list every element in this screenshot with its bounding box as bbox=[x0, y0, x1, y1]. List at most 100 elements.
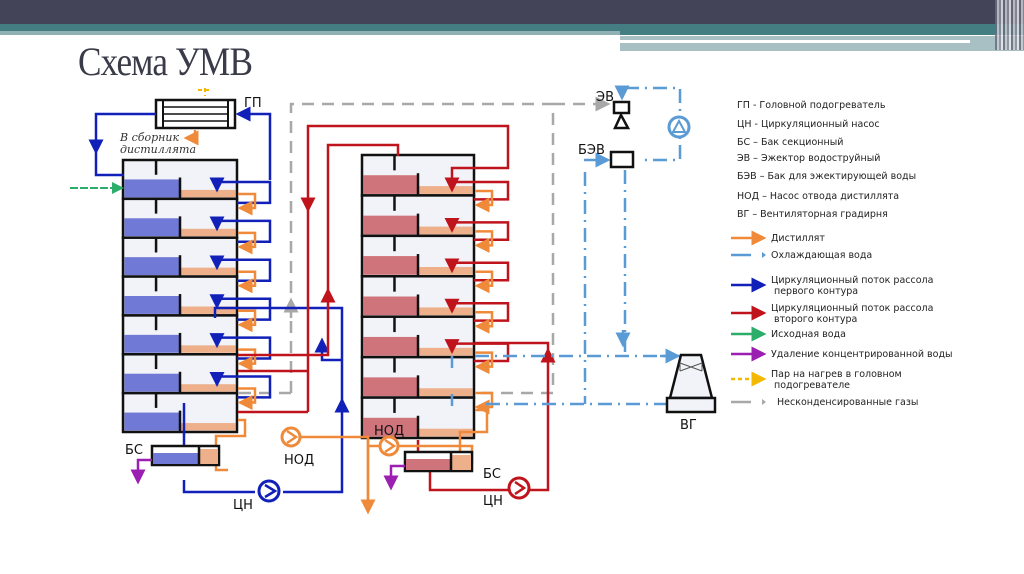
label-bev: БЭВ bbox=[578, 143, 605, 158]
cooling-water-pump bbox=[667, 115, 691, 139]
water-jet-ejector bbox=[612, 100, 631, 130]
distillate-stage-loop bbox=[237, 231, 257, 255]
label-distillate-collector-2: дистиллята bbox=[120, 143, 196, 156]
legend-item: Несконденсированные газы bbox=[731, 397, 918, 408]
brine1-stage-loop bbox=[209, 177, 272, 205]
section-tank-left bbox=[150, 444, 221, 467]
steam-to-heater-line bbox=[198, 88, 212, 96]
distillate-stage-loop bbox=[474, 391, 494, 415]
legend-item: Исходная вода bbox=[731, 326, 846, 342]
brine1-stage-loop bbox=[209, 216, 272, 244]
brine2-stage-loop bbox=[444, 298, 510, 322]
distillate-stage-loop bbox=[474, 189, 494, 213]
abbreviation-item: НОД – Насос отвода дистиллята bbox=[737, 191, 899, 202]
brine1-stage-loop bbox=[209, 255, 272, 282]
cooling-water-lines bbox=[450, 86, 682, 406]
distillate-stage-loop bbox=[474, 230, 494, 253]
distillate-stage-loop bbox=[474, 310, 494, 334]
evaporator-chamber bbox=[360, 194, 476, 238]
brine2-stage-loop bbox=[444, 258, 510, 282]
label-distillate-collector-1: В сборник bbox=[119, 131, 179, 144]
label-cn-right: ЦН bbox=[483, 494, 503, 509]
brine1-circulation-lines bbox=[182, 306, 350, 494]
legend-label: Циркуляционный поток рассола bbox=[771, 303, 933, 314]
evaporator-chamber bbox=[360, 396, 476, 440]
evaporator-chamber bbox=[121, 197, 239, 239]
circulation-pump-right bbox=[507, 476, 531, 500]
cooling-tower bbox=[665, 353, 717, 414]
label-gp: ГП bbox=[244, 96, 262, 111]
legend-label-line2: подогревателе bbox=[774, 380, 850, 391]
abbreviation-item: ЭВ – Эжектор водоструйный bbox=[737, 153, 880, 164]
header-strip-highlight bbox=[620, 40, 970, 43]
label-cn-left: ЦН bbox=[233, 498, 253, 513]
abbreviation-item: БЭВ – Бак для эжектирующей воды bbox=[737, 171, 916, 182]
legend-label: Исходная вода bbox=[771, 329, 846, 340]
legend-label-line2: первого контура bbox=[774, 286, 858, 297]
evaporator-chamber bbox=[121, 158, 239, 201]
label-ev: ЭВ bbox=[596, 90, 614, 105]
abbreviation-item: ВГ – Вентиляторная градирня bbox=[737, 209, 888, 220]
distillate-stage-loop bbox=[474, 351, 494, 375]
evaporator-chamber bbox=[360, 275, 476, 318]
distillate-stage-loop bbox=[237, 192, 257, 216]
header-strip-right bbox=[620, 36, 1024, 51]
header-bar-dark bbox=[0, 0, 1024, 24]
slide-title: Схема УМВ bbox=[78, 39, 253, 84]
legend-item: Удаление концентрированной воды bbox=[731, 346, 953, 362]
brine2-circulation-lines bbox=[238, 124, 550, 492]
brine1-stage-loop bbox=[209, 333, 272, 360]
abbreviations-list: ГП - Головной подогреватель ЦН - Циркуляц… bbox=[737, 100, 916, 220]
evaporator-chamber bbox=[360, 355, 476, 399]
distillate-stage-loop bbox=[237, 270, 257, 294]
legend-label: Охлаждающая вода bbox=[771, 250, 872, 261]
evaporator-chamber bbox=[121, 236, 239, 278]
abbreviation-item: ГП - Головной подогреватель bbox=[737, 100, 886, 111]
brine1-to-heater bbox=[235, 106, 272, 180]
label-nod-right: НОД bbox=[374, 424, 404, 439]
abbreviation-item: БС – Бак секционный bbox=[737, 137, 843, 148]
brine1-stage-loop bbox=[209, 372, 272, 399]
abbreviation-item: ЦН - Циркуляционный насос bbox=[737, 119, 880, 130]
distillate-pump-right bbox=[378, 435, 400, 457]
brine1-stage-loop bbox=[209, 294, 272, 321]
distillate-stage-loop bbox=[237, 348, 257, 372]
distillate-stage-loop bbox=[237, 309, 257, 333]
legend-label: Удаление концентрированной воды bbox=[771, 349, 953, 360]
concentrate-drain-right bbox=[383, 464, 405, 491]
legend-arrowhead bbox=[762, 252, 766, 258]
evaporator-chamber bbox=[121, 314, 239, 356]
legend-label: Пар на нагрев в головном bbox=[771, 369, 902, 380]
evaporator-chamber bbox=[360, 315, 476, 359]
legend-label: Циркуляционный поток рассола bbox=[771, 275, 933, 286]
evaporator-second-circuit bbox=[360, 153, 510, 440]
evaporator-chamber bbox=[121, 391, 239, 434]
evaporator-chamber bbox=[360, 153, 476, 197]
legend-label-line2: второго контура bbox=[774, 314, 857, 325]
distillate-from-heater-line bbox=[183, 130, 199, 146]
head-heater bbox=[154, 98, 237, 130]
legend-item: Дистиллят bbox=[731, 230, 825, 246]
legend-item: Охлаждающая вода bbox=[731, 250, 872, 261]
label-bs-right: БС bbox=[483, 467, 501, 482]
header-strip-left bbox=[0, 31, 620, 35]
brine2-stage-loop bbox=[444, 217, 510, 242]
circulation-pump-left bbox=[257, 479, 281, 503]
ejector-water-tank bbox=[609, 150, 635, 169]
legend-label: Дистиллят bbox=[771, 233, 825, 244]
legend-arrowhead bbox=[762, 399, 766, 405]
distillate-pump-left bbox=[280, 426, 302, 448]
distillate-stage-loop bbox=[474, 270, 494, 294]
distillate-stage-loop bbox=[237, 387, 257, 410]
evaporator-chamber bbox=[121, 275, 239, 317]
concentrate-drain-left bbox=[130, 458, 152, 485]
header-bar-teal bbox=[0, 24, 1024, 35]
header-edge-decoration bbox=[995, 0, 1024, 50]
label-vg: ВГ bbox=[680, 418, 697, 433]
evaporator-first-circuit bbox=[121, 158, 272, 434]
